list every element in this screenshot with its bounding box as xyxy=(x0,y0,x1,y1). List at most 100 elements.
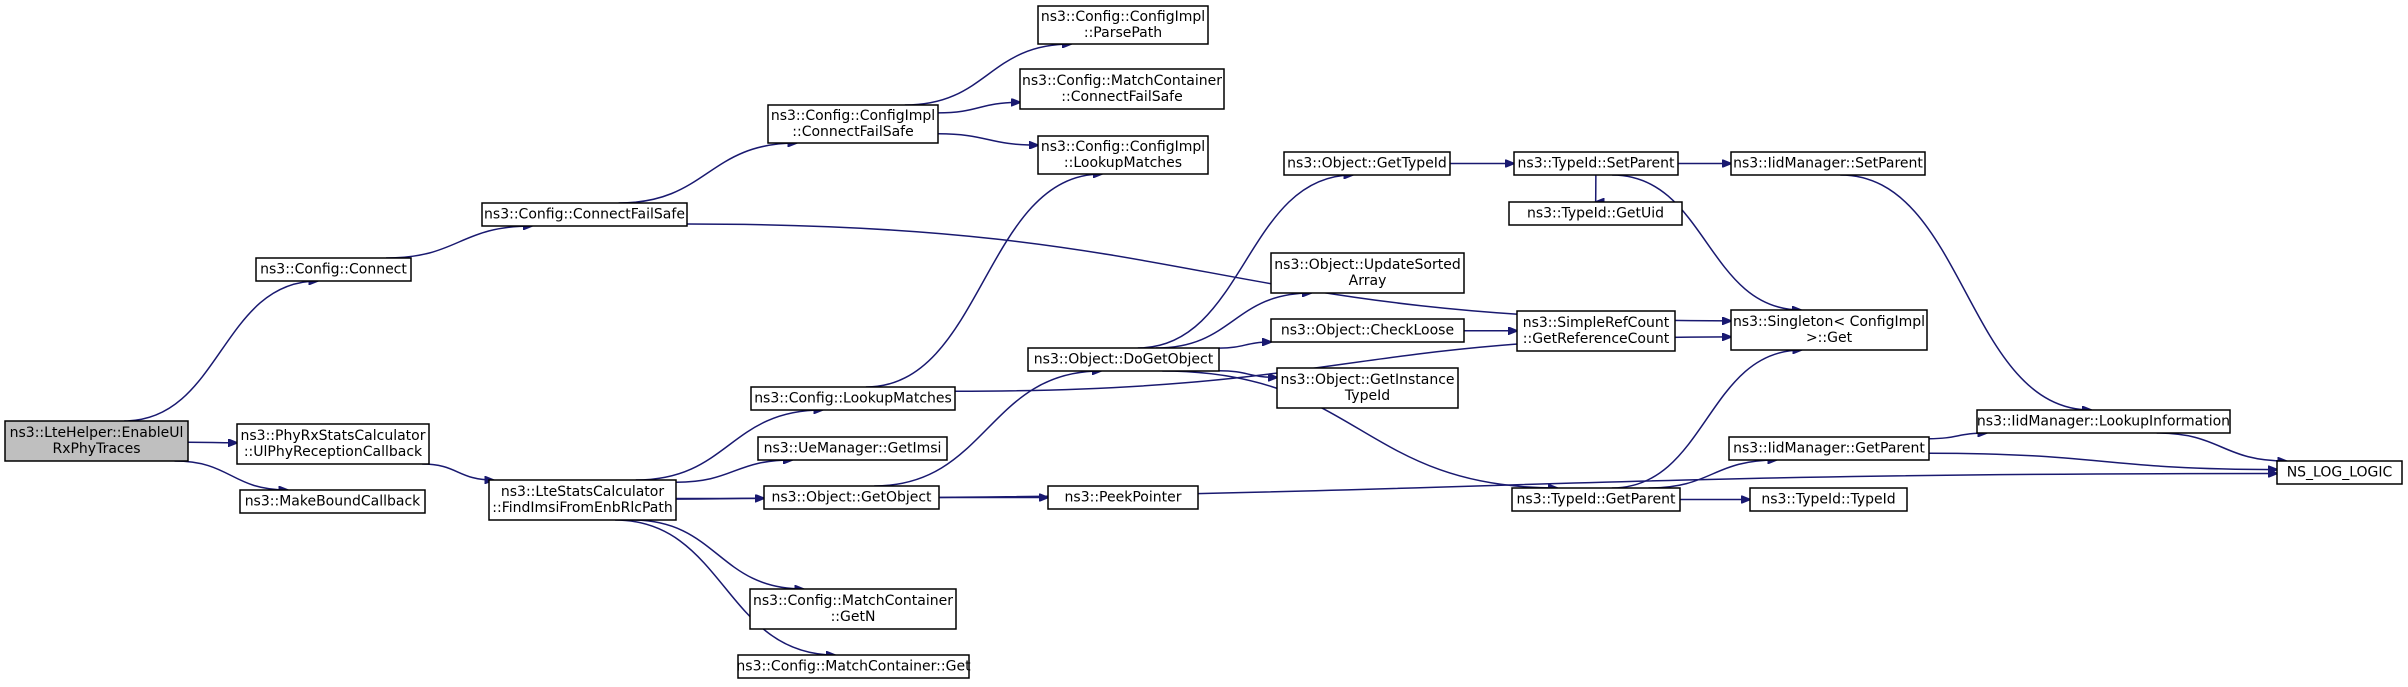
node-label: RxPhyTraces xyxy=(52,441,140,457)
node-label: ns3::TypeId::SetParent xyxy=(1518,156,1675,172)
edge-iidset-to-iidlookup xyxy=(1840,174,2091,410)
node-box xyxy=(1276,367,1459,409)
edges xyxy=(124,44,2286,655)
node-typeidctor[interactable]: ns3::TypeId::TypeId xyxy=(1749,487,1908,512)
node-label: ns3::Config::ConnectFailSafe xyxy=(484,207,685,223)
node-box xyxy=(1516,310,1676,352)
node-label: ns3::IidManager::GetParent xyxy=(1733,441,1925,457)
node-label: ns3::Object::GetInstance xyxy=(1280,372,1454,388)
node-setparent[interactable]: ns3::TypeId::SetParent xyxy=(1513,151,1679,176)
edge-clookup-to-cimpllm xyxy=(865,174,1102,388)
edge-ltestats-to-clookup xyxy=(635,410,823,481)
node-label: ns3::Object::GetObject xyxy=(771,490,932,506)
node-singleton[interactable]: ns3::Singleton< ConfigImpl >::Get xyxy=(1730,309,1928,351)
node-tgetparent[interactable]: ns3::TypeId::GetParent xyxy=(1511,487,1681,512)
node-box xyxy=(1976,409,2231,434)
node-srcount[interactable]: ns3::SimpleRefCount::GetReferenceCount xyxy=(1516,310,1676,352)
node-cfs[interactable]: ns3::Config::ConnectFailSafe xyxy=(481,202,688,227)
edge-phyrx-to-ltestats xyxy=(422,463,493,480)
node-label: ::UlPhyReceptionCallback xyxy=(244,444,423,460)
node-label: ns3::Object::GetTypeId xyxy=(1287,156,1447,172)
edge-setparent-to-singleton xyxy=(1612,174,1801,310)
node-label: ns3::UeManager::GetImsi xyxy=(764,441,942,457)
node-box xyxy=(1508,201,1683,226)
node-box xyxy=(749,588,957,630)
node-label: ns3::LteStatsCalculator xyxy=(501,484,664,500)
node-getimsi[interactable]: ns3::UeManager::GetImsi xyxy=(757,436,948,461)
node-parsepath[interactable]: ns3::Config::ConfigImpl::ParsePath xyxy=(1037,5,1209,45)
node-label: ns3::Object::UpdateSorted xyxy=(1274,257,1460,273)
node-box xyxy=(1749,487,1908,512)
node-label: ns3::MakeBoundCallback xyxy=(245,494,421,510)
node-iidlookup[interactable]: ns3::IidManager::LookupInformation xyxy=(1976,409,2231,434)
node-box xyxy=(255,257,412,282)
node-label: ::GetReferenceCount xyxy=(1523,331,1670,347)
node-checkloose[interactable]: ns3::Object::CheckLoose xyxy=(1270,318,1465,343)
node-box xyxy=(488,479,677,521)
node-label: ns3::LteHelper::EnableUl xyxy=(10,425,184,441)
node-mcget[interactable]: ns3::Config::MatchContainer::Get xyxy=(736,654,971,679)
node-box xyxy=(1037,5,1209,45)
edge-ltestats-to-mcget xyxy=(615,519,835,655)
node-getobject[interactable]: ns3::Object::GetObject xyxy=(763,485,940,510)
node-clookup[interactable]: ns3::Config::LookupMatches xyxy=(750,386,956,411)
node-gettypeid[interactable]: ns3::Object::GetTypeId xyxy=(1283,151,1451,176)
node-box xyxy=(1728,436,1930,461)
node-iidget[interactable]: ns3::IidManager::GetParent xyxy=(1728,436,1930,461)
node-box xyxy=(757,436,948,461)
node-label: ns3::IidManager::LookupInformation xyxy=(1977,414,2230,430)
edge-cfs-to-singleton xyxy=(686,223,1731,321)
node-box xyxy=(763,485,940,510)
node-iidset[interactable]: ns3::IidManager::SetParent xyxy=(1730,151,1926,176)
node-label: ns3::Config::MatchContainer xyxy=(1022,73,1222,89)
node-label: ns3::Config::LookupMatches xyxy=(754,391,952,407)
edge-dogetobj-to-tgetparent xyxy=(1162,370,1557,488)
node-label: ::LookupMatches xyxy=(1064,155,1182,171)
edge-dogetobj-to-checkloose xyxy=(1218,342,1271,349)
edge-enable-to-cconnect xyxy=(124,281,318,422)
edge-ltestats-to-getimsi xyxy=(675,460,792,483)
node-box xyxy=(737,654,970,679)
node-box xyxy=(236,423,430,465)
edge-enable-to-mkbound xyxy=(174,460,288,490)
node-label: ns3::Config::MatchContainer xyxy=(753,593,953,609)
node-label: ::ParsePath xyxy=(1084,25,1162,41)
node-label: ns3::Config::Connect xyxy=(260,262,407,278)
nodes: ns3::LteHelper::EnableUlRxPhyTracesns3::… xyxy=(4,5,2403,679)
node-mkbound[interactable]: ns3::MakeBoundCallback xyxy=(239,489,426,514)
node-box xyxy=(1730,309,1928,351)
node-phyrx[interactable]: ns3::PhyRxStatsCalculator::UlPhyReceptio… xyxy=(236,423,430,465)
node-label: ::ConnectFailSafe xyxy=(792,124,913,140)
node-label: ::ConnectFailSafe xyxy=(1061,89,1182,105)
node-label: TypeId xyxy=(1344,388,1390,404)
node-box xyxy=(239,489,426,514)
node-box xyxy=(1027,347,1220,372)
node-cimpllm[interactable]: ns3::Config::ConfigImpl::LookupMatches xyxy=(1037,135,1209,175)
node-mccfs[interactable]: ns3::Config::MatchContainer::ConnectFail… xyxy=(1019,68,1225,110)
node-label: ns3::Config::ConfigImpl xyxy=(771,108,935,124)
node-box xyxy=(1047,485,1199,510)
node-label: ns3::PeekPointer xyxy=(1065,490,1182,506)
edge-ltestats-to-mcgetn xyxy=(632,519,803,589)
node-cconnect[interactable]: ns3::Config::Connect xyxy=(255,257,412,282)
node-box xyxy=(1513,151,1679,176)
node-box xyxy=(1730,151,1926,176)
node-box xyxy=(1511,487,1681,512)
node-box xyxy=(750,386,956,411)
node-nslog[interactable]: NS_LOG_LOGIC xyxy=(2276,460,2403,485)
node-getuid[interactable]: ns3::TypeId::GetUid xyxy=(1508,201,1683,226)
node-mcgetn[interactable]: ns3::Config::MatchContainer::GetN xyxy=(749,588,957,630)
node-dogetobj[interactable]: ns3::Object::DoGetObject xyxy=(1027,347,1220,372)
node-cimplcfs[interactable]: ns3::Config::ConfigImpl::ConnectFailSafe xyxy=(767,104,939,144)
node-label: ns3::Config::MatchContainer::Get xyxy=(736,659,971,675)
node-peek[interactable]: ns3::PeekPointer xyxy=(1047,485,1199,510)
node-label: NS_LOG_LOGIC xyxy=(2287,465,2393,481)
node-ltestats[interactable]: ns3::LteStatsCalculator::FindImsiFromEnb… xyxy=(488,479,677,521)
edge-dogetobj-to-gettypeid xyxy=(1137,175,1353,349)
node-box xyxy=(2276,460,2403,485)
edge-dogetobj-to-updsorted xyxy=(1155,293,1311,349)
